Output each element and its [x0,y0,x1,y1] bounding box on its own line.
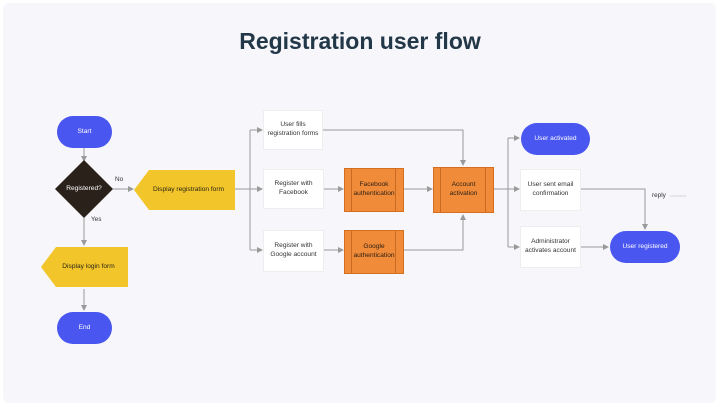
user-registered-node: User registered [610,231,680,263]
register-facebook-label: Register with Facebook [274,180,313,196]
edge-label-no: No [115,176,124,183]
end-label: End [78,323,91,331]
registered-label: Registered? [66,184,102,192]
user-activated-node: User activated [521,123,590,155]
google-authentication-node: Google authentication [344,230,404,274]
admin-activates-node: Administrator activates account [520,226,581,268]
register-google-label: Register with Google account [270,242,317,258]
user-fills-label: User fills registration forms [267,121,319,137]
admin-activates-label: Administrator activates account [525,238,576,254]
display-shape [134,170,235,210]
user-fills-forms-node: User fills registration forms [263,110,323,150]
user-registered-label: User registered [622,242,668,250]
user-sent-email-label: User sent email confirmation [527,181,574,197]
facebook-authentication-node: Facebook authentication [344,168,404,212]
edge-label-reply: reply [652,192,666,199]
display-registration-form-node: Display registration form [134,170,235,210]
registered-decision-node: Registered? [55,160,113,218]
diagram-title: Registration user flow [239,28,481,54]
end-node: End [57,312,112,344]
decision-diamond-shape [55,160,113,218]
user-sent-email-node: User sent email confirmation [520,169,581,211]
display-shape [41,247,128,287]
user-activated-label: User activated [534,134,577,142]
display-login-label: Display login form [62,262,115,270]
start-label: Start [77,127,92,135]
account-activation-label: Account activation [449,181,478,197]
display-login-form-node: Display login form [41,247,128,287]
facebook-auth-label: Facebook authentication [353,181,395,197]
edge-label-yes: Yes [91,216,102,223]
register-facebook-node: Register with Facebook [263,169,324,209]
account-activation-node: Account activation [433,167,494,213]
display-registration-label: Display registration form [152,185,225,193]
edge-user-fills-to-activation [323,129,466,166]
register-google-node: Register with Google account [263,230,324,272]
edge-g-auth-to-activation [404,214,466,251]
edge-email-reply [581,188,648,230]
google-auth-label: Google authentication [353,243,395,259]
start-node: Start [57,116,112,148]
